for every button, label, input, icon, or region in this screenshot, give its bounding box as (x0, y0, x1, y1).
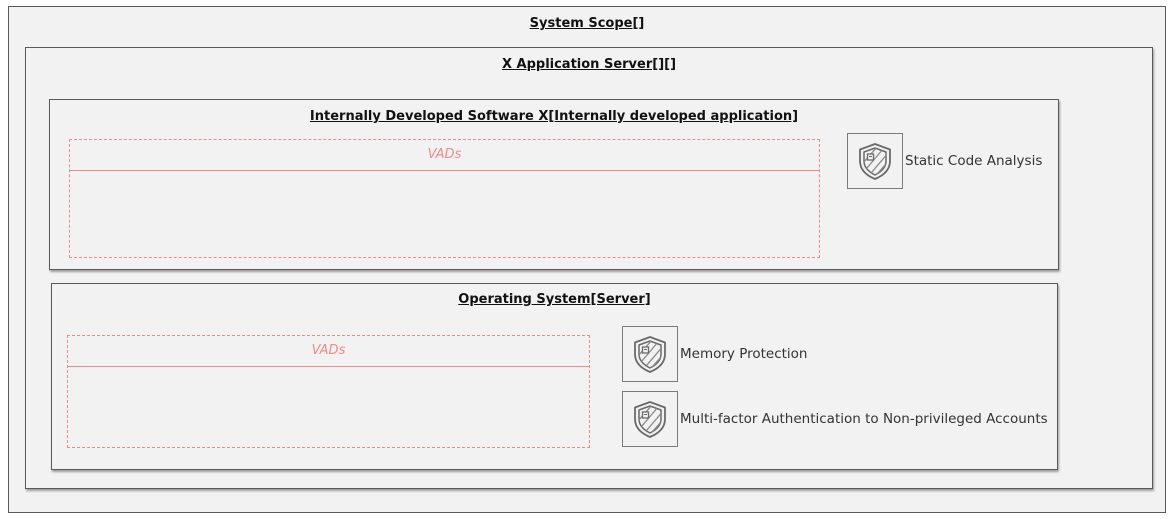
shield-icon (622, 391, 678, 447)
system-scope-title: System Scope[] (529, 16, 645, 31)
internal-software-title: Internally Developed Software X[Internal… (309, 109, 799, 124)
vads-header: VADs (68, 336, 589, 367)
control-label: Static Code Analysis (905, 153, 1043, 169)
internal-software-box[interactable]: Internally Developed Software X[Internal… (49, 99, 1059, 270)
control-static-code-analysis[interactable]: Static Code Analysis (847, 133, 1042, 189)
internal-software-vads-panel[interactable]: VADs (69, 139, 820, 258)
shield-icon (847, 133, 903, 189)
operating-system-box[interactable]: Operating System[Server] VADs Memory Pro… (51, 283, 1058, 470)
vads-header: VADs (70, 140, 819, 171)
control-memory-protection[interactable]: Memory Protection (622, 326, 808, 382)
shield-icon (622, 326, 678, 382)
control-multi-factor-authentication[interactable]: Multi-factor Authentication to Non-privi… (622, 391, 1048, 447)
control-label: Multi-factor Authentication to Non-privi… (680, 411, 1048, 427)
control-label: Memory Protection (680, 346, 808, 362)
operating-system-title: Operating System[Server] (458, 292, 651, 307)
operating-system-vads-panel[interactable]: VADs (67, 335, 590, 448)
app-server-title: X Application Server[][] (501, 57, 677, 72)
